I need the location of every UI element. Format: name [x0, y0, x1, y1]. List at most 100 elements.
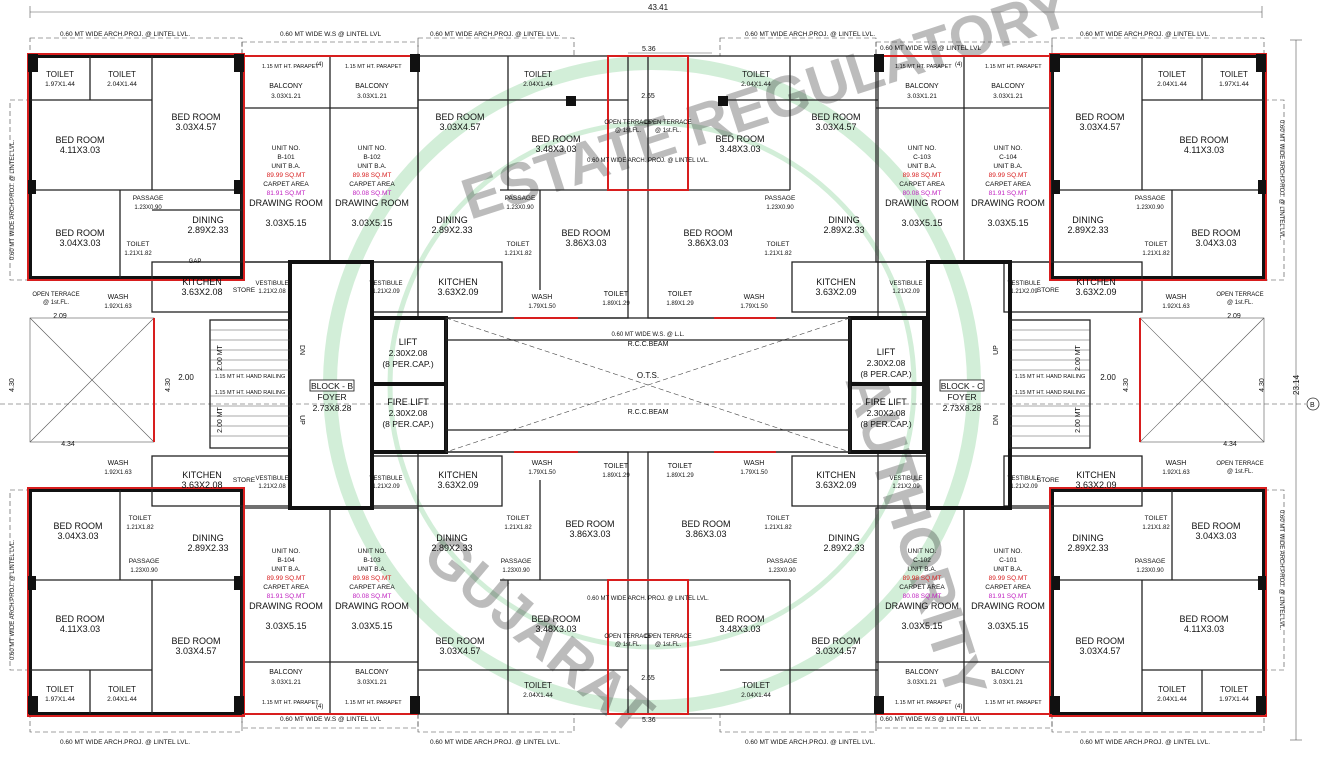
room-toilet: TOILET [46, 685, 74, 694]
room-bed: BED ROOM [435, 112, 484, 122]
room-wash: WASH [108, 294, 129, 301]
room-size: 2.04X1.44 [741, 692, 771, 699]
room-toilet: TOILET [604, 291, 629, 298]
stair-width: 2.00 [1100, 373, 1116, 382]
note-side-l2: 0.60 MT WIDE ARCH.PROJ. @ LINTEL LVL. [10, 540, 16, 660]
columns [28, 54, 1266, 714]
room-open-terrace: OPEN TERRACE [604, 120, 651, 126]
balcony-offset: 2.09 [53, 313, 67, 320]
room-size: 2.04X1.44 [1157, 81, 1187, 88]
room-size: 1.97X1.44 [1219, 81, 1249, 88]
room-size: 3.03X4.57 [1079, 646, 1120, 656]
core-width-bottom: 5.36 [642, 717, 656, 724]
unit-carpet: 80.08 SQ.MT [903, 593, 942, 600]
unit-no: UNIT NO. [908, 145, 937, 152]
room-toilet: TOILET [1220, 70, 1248, 79]
room-size: 1.89X1.29 [602, 301, 630, 307]
core-labels: LIFT 2.30X2.08 (8 PER.CAP.) FIRE LIFT 2.… [9, 93, 1266, 682]
unit-ba: 89.98 SQ.MT [903, 575, 942, 582]
unit-ba: 89.99 SQ.MT [989, 575, 1028, 582]
room-passage: PASSAGE [767, 558, 798, 565]
room-gap: GAP [189, 259, 202, 265]
note-arch-bl: 0.60 MT WIDE ARCH.PROJ. @ LINTEL LVL. [60, 739, 190, 746]
room-size: 3.03X5.15 [351, 621, 392, 631]
note-arch-tl: 0.60 MT WIDE ARCH.PROJ. @ LINTEL LVL. [60, 31, 190, 38]
stair-up: UP [298, 415, 305, 425]
unit-carpet-label: CARPET AREA [263, 584, 309, 591]
room-size: 3.03X1.21 [907, 93, 937, 100]
room-wash: WASH [1166, 460, 1187, 467]
unit-carpet-label: CARPET AREA [263, 181, 309, 188]
overall-depth: 23.14 [1292, 374, 1301, 395]
room-toilet: TOILET [1158, 70, 1186, 79]
room-size: 1.21X1.82 [126, 525, 154, 531]
room-size: 1.21X2.08 [258, 484, 286, 490]
room-passage: PASSAGE [1135, 558, 1166, 565]
hand-railing: 1.15 MT HT. HAND RAILING [1015, 390, 1086, 396]
parapet-t4: 1.15 MT HT. PARAPET [985, 64, 1042, 70]
room-balcony: BALCONY [991, 83, 1025, 90]
unit-ba: 89.99 SQ.MT [267, 575, 306, 582]
ots-label: O.T.S. [637, 371, 659, 380]
unit-ba-label: UNIT B.A. [993, 566, 1022, 573]
room-kitchen: KITCHEN [1076, 470, 1116, 480]
room-at-1st: @ 1st.FL. [615, 642, 641, 648]
note-arch-bc2: 0.60 MT WIDE ARCH.PROJ. @ LINTEL LVL. [745, 739, 875, 746]
room-toilet: TOILET [108, 70, 136, 79]
unit-ba-label: UNIT B.A. [907, 163, 936, 170]
room-size: 1.89X1.29 [666, 301, 694, 307]
foyer-label: FOYER [317, 392, 346, 402]
note-side-l1: 0.60 MT WIDE ARCH.PROJ. @ LINTEL LVL. [10, 140, 16, 260]
room-drawing: DRAWING ROOM [335, 198, 409, 208]
room-toilet: TOILET [668, 463, 693, 470]
core-width-top: 5.36 [642, 46, 656, 53]
room-toilet: TOILET [767, 241, 790, 248]
room-size: 2.89X2.33 [431, 225, 472, 235]
room-size: 3.03X1.21 [357, 679, 387, 686]
stair-dn: DN [298, 345, 305, 355]
room-labels-bottom: BED ROOM 3.04X3.03 TOILET 1.21X1.82 DINI… [45, 460, 709, 703]
room-size: 3.63X2.09 [1075, 287, 1116, 297]
lift-cap: (8 PER.CAP.) [860, 369, 912, 379]
room-bed: BED ROOM [715, 614, 764, 624]
room-wash: WASH [532, 294, 553, 301]
unit-ba: 89.98 SQ.MT [353, 575, 392, 582]
room-size: 4.11X3.03 [60, 145, 100, 155]
room-toilet: TOILET [1158, 685, 1186, 694]
room-balcony: BALCONY [269, 669, 303, 676]
room-size: 1.79X1.50 [740, 304, 768, 310]
foyer-size: 2.73X8.28 [943, 403, 982, 413]
room-bed: BED ROOM [681, 519, 730, 529]
stair-treads-right [1010, 329, 1090, 437]
misc-dim: 4.34 [61, 441, 75, 448]
room-open-terrace: OPEN TERRACE [1216, 292, 1263, 298]
room-size: 1.23X0.90 [506, 205, 534, 211]
unit-no: UNIT NO. [358, 548, 387, 555]
room-size: 1.21X2.09 [1010, 289, 1038, 295]
unit-carpet: 80.08 SQ.MT [903, 190, 942, 197]
stair-width: 2.00 [178, 373, 194, 382]
room-kitchen: KITCHEN [438, 470, 478, 480]
room-vestibule: VESTIBULE [889, 281, 922, 287]
room-size: 1.92X1.63 [104, 470, 132, 476]
room-wash: WASH [532, 460, 553, 467]
room-toilet: TOILET [1145, 241, 1168, 248]
room-size: 2.89X2.33 [1067, 225, 1108, 235]
marker-t1: (4) [316, 62, 323, 68]
room-size: 1.97X1.44 [45, 81, 75, 88]
room-size: 2.89X2.33 [823, 225, 864, 235]
landing-dim: 4.30 [1123, 378, 1130, 392]
parapet-b4: 1.15 MT HT. PARAPET [985, 700, 1042, 706]
room-toilet: TOILET [108, 685, 136, 694]
note-arch: 0.60 MT WIDE ARCH. PROJ. @ LINTEL LVL. [587, 158, 709, 164]
parapet-t1: 1.15 MT HT. PARAPET [262, 64, 319, 70]
unit-carpet-label: CARPET AREA [899, 584, 945, 591]
room-balcony: BALCONY [269, 83, 303, 90]
room-bed: BED ROOM [1075, 112, 1124, 122]
room-bed: BED ROOM [1075, 636, 1124, 646]
room-kitchen: KITCHEN [438, 277, 478, 287]
stair-up: UP [993, 345, 1000, 355]
room-size: 1.92X1.63 [104, 304, 132, 310]
unit-id: B-101 [277, 154, 295, 161]
room-size: 3.63X2.09 [437, 287, 478, 297]
